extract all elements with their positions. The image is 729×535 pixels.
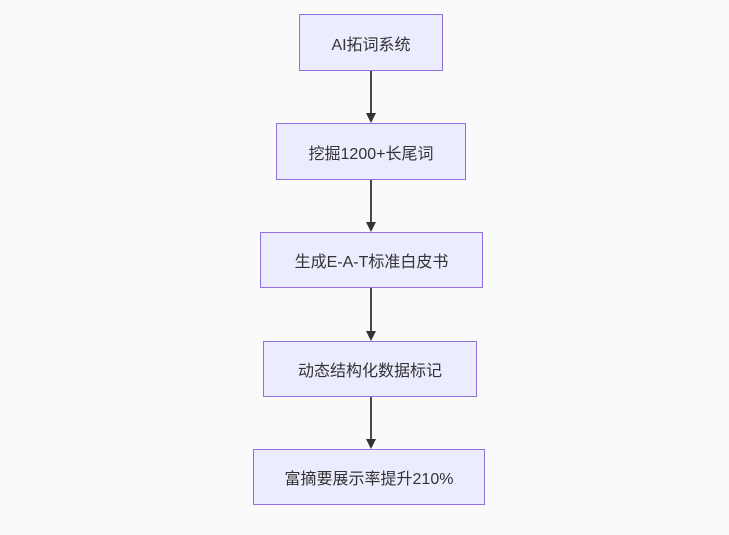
flow-edge-line-2 <box>370 180 372 223</box>
node-label: AI拓词系统 <box>331 36 411 54</box>
node-label: 挖掘1200+长尾词 <box>308 145 434 163</box>
node-label: 富摘要展示率提升210% <box>284 471 454 488</box>
flow-node-eat-whitepaper: 生成E-A-T标准白皮书 <box>260 232 483 288</box>
arrowhead-down-icon <box>366 113 376 123</box>
flow-edge-line-1 <box>370 71 372 114</box>
arrowhead-down-icon <box>366 331 376 341</box>
node-label: 动态结构化数据标记 <box>297 363 442 380</box>
flow-edge-line-3 <box>370 288 372 332</box>
flow-edge-line-4 <box>370 397 372 440</box>
flow-node-structured-data-markup: 动态结构化数据标记 <box>263 341 477 397</box>
flow-node-rich-snippet-result: 富摘要展示率提升210% <box>253 449 485 505</box>
flow-node-ai-keyword-system: AI拓词系统 <box>299 14 443 71</box>
flow-node-longtail-mining: 挖掘1200+长尾词 <box>276 123 466 180</box>
arrowhead-down-icon <box>366 222 376 232</box>
arrowhead-down-icon <box>366 439 376 449</box>
node-label: 生成E-A-T标准白皮书 <box>294 254 449 271</box>
